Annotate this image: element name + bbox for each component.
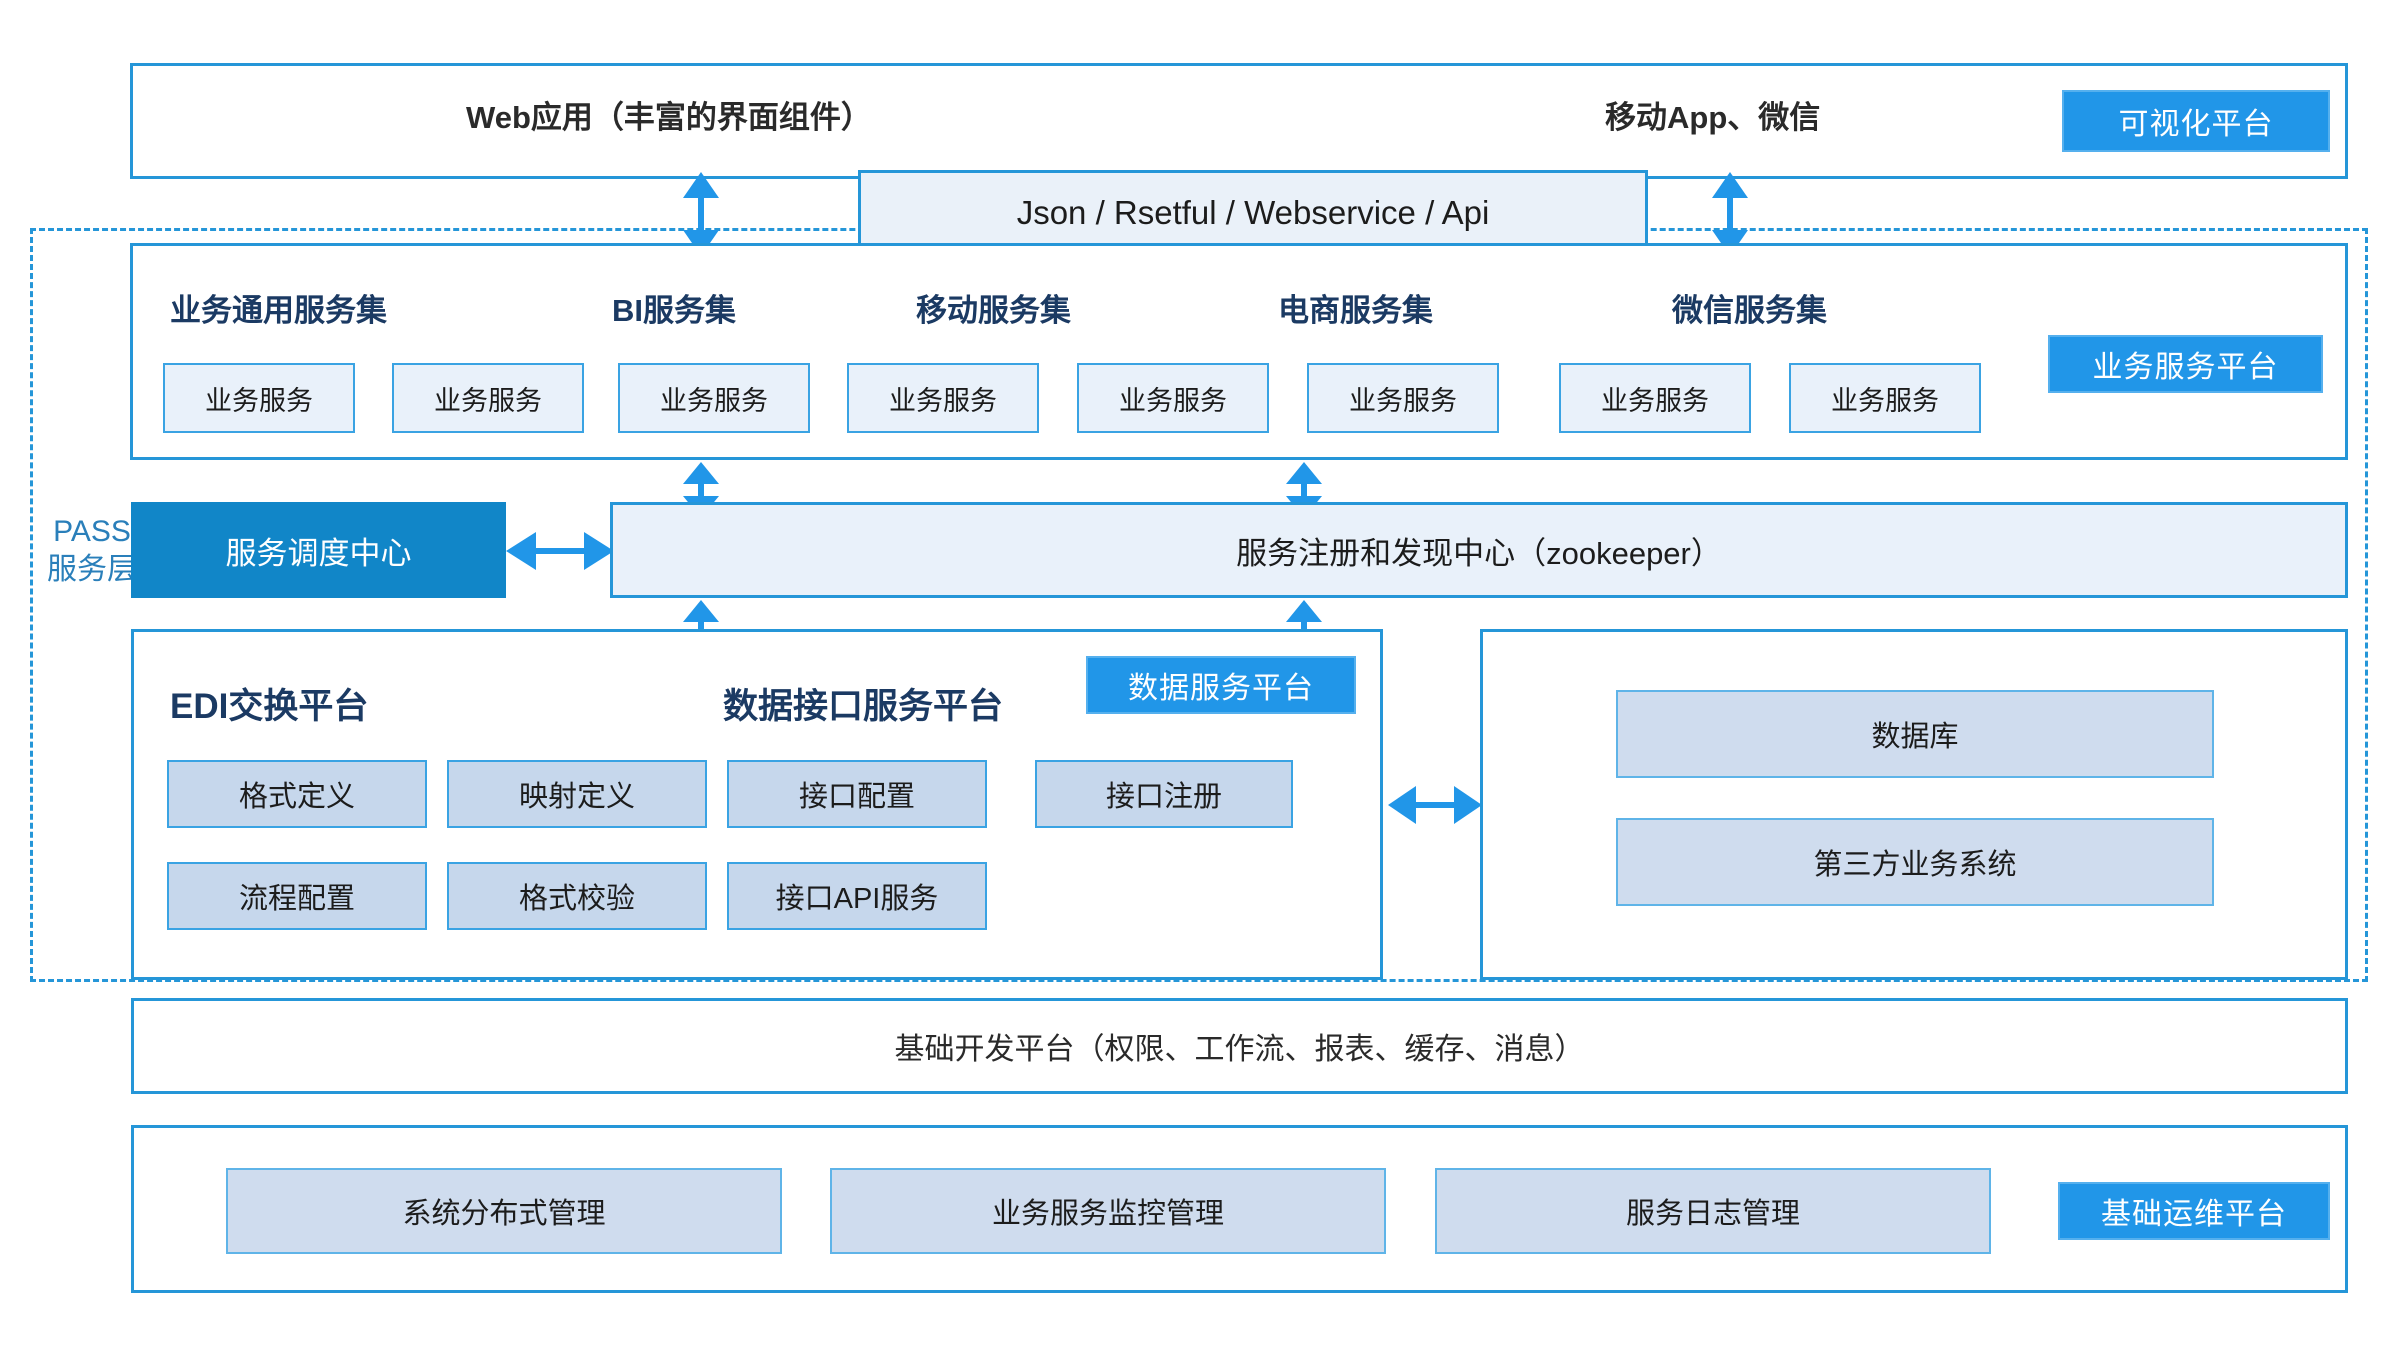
ops-platform-badge[interactable]: 基础运维平台 — [2058, 1182, 2330, 1240]
service-cell[interactable]: 业务服务 — [163, 363, 355, 433]
pass-layer-label-line2: 服务层 — [47, 553, 137, 586]
edi-cell[interactable]: 格式定义 — [167, 760, 427, 828]
ops-cell[interactable]: 业务服务监控管理 — [830, 1168, 1386, 1254]
data-api-cell[interactable]: 接口注册 — [1035, 760, 1293, 828]
double-arrow-horizontal-icon — [1388, 786, 1482, 824]
edi-cell[interactable]: 映射定义 — [447, 760, 707, 828]
service-group-heading: BI服务集 — [612, 293, 736, 328]
service-registry-zookeeper: 服务注册和发现中心（zookeeper） — [610, 502, 2348, 598]
pass-layer-label: PASS 服务层 — [22, 513, 162, 589]
service-cell[interactable]: 业务服务 — [1559, 363, 1751, 433]
edi-cell[interactable]: 格式校验 — [447, 862, 707, 930]
foundation-platform-label: 基础开发平台（权限、工作流、报表、缓存、消息） — [894, 1033, 1585, 1066]
service-cell[interactable]: 业务服务 — [1077, 363, 1269, 433]
mobile-app-label: 移动App、微信 — [1605, 100, 1821, 135]
storage-cell-database[interactable]: 数据库 — [1616, 690, 2214, 778]
data-api-platform-title: 数据接口服务平台 — [723, 687, 1004, 726]
ops-cell[interactable]: 系统分布式管理 — [226, 1168, 782, 1254]
service-dispatch-center[interactable]: 服务调度中心 — [131, 502, 506, 598]
service-group-heading: 业务通用服务集 — [170, 293, 387, 328]
service-cell[interactable]: 业务服务 — [847, 363, 1039, 433]
data-service-platform-badge[interactable]: 数据服务平台 — [1086, 656, 1356, 714]
service-cell[interactable]: 业务服务 — [618, 363, 810, 433]
foundation-platform-frame — [131, 998, 2348, 1094]
presentation-layer-frame — [130, 63, 2348, 179]
service-cell[interactable]: 业务服务 — [1789, 363, 1981, 433]
service-group-heading: 微信服务集 — [1672, 293, 1827, 328]
business-service-platform-badge[interactable]: 业务服务平台 — [2048, 335, 2323, 393]
service-cell[interactable]: 业务服务 — [392, 363, 584, 433]
web-app-label: Web应用（丰富的界面组件） — [466, 100, 872, 135]
visualization-platform-badge[interactable]: 可视化平台 — [2062, 90, 2330, 152]
service-group-heading: 电商服务集 — [1278, 293, 1433, 328]
edi-platform-title: EDI交换平台 — [170, 687, 369, 726]
edi-cell[interactable]: 流程配置 — [167, 862, 427, 930]
service-group-heading: 移动服务集 — [916, 293, 1071, 328]
double-arrow-horizontal-icon — [506, 532, 614, 570]
ops-cell[interactable]: 服务日志管理 — [1435, 1168, 1991, 1254]
data-api-cell[interactable]: 接口API服务 — [727, 862, 987, 930]
service-cell[interactable]: 业务服务 — [1307, 363, 1499, 433]
storage-cell-third-party[interactable]: 第三方业务系统 — [1616, 818, 2214, 906]
data-storage-frame — [1480, 629, 2348, 980]
data-api-cell[interactable]: 接口配置 — [727, 760, 987, 828]
pass-layer-label-line1: PASS — [53, 515, 131, 548]
